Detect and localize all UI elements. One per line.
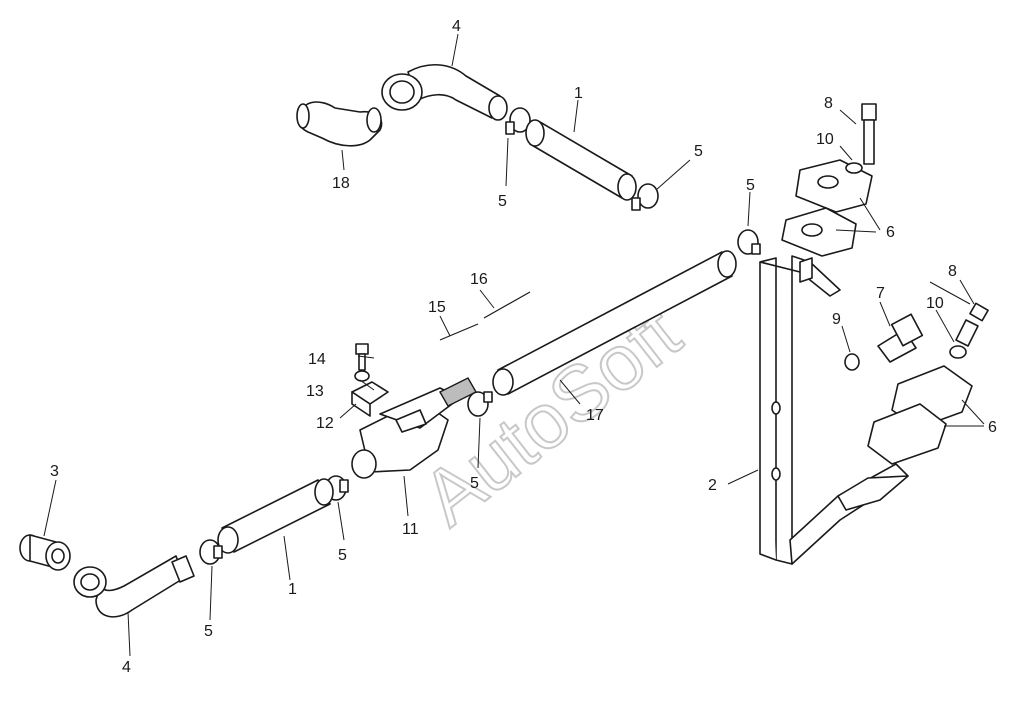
clamp-5-top-a	[505, 107, 531, 135]
washer-9	[844, 353, 860, 371]
pin-15	[439, 323, 479, 341]
bent-pipe-4-top	[381, 63, 508, 121]
fitting-3	[19, 534, 71, 571]
callout-5-d: 5	[470, 475, 479, 492]
callout-8-right: 8	[948, 263, 957, 280]
callout-15: 15	[428, 299, 446, 316]
callout-10-top: 10	[816, 131, 834, 148]
bent-pipe-4-bottom	[73, 555, 195, 618]
callout-11: 11	[402, 521, 419, 538]
callout-13: 13	[306, 383, 324, 400]
callout-3: 3	[50, 463, 59, 480]
callout-5-f: 5	[204, 623, 213, 640]
bracket-2	[759, 255, 909, 565]
callout-6-right: 6	[988, 419, 997, 436]
callout-4-top: 4	[452, 18, 461, 35]
callout-6-top: 6	[886, 224, 895, 241]
callout-18: 18	[332, 175, 350, 192]
callout-7: 7	[876, 285, 885, 302]
leader-lines	[43, 33, 985, 657]
callout-12: 12	[316, 415, 334, 432]
bolt-14	[355, 343, 369, 371]
clamp-5-bottom	[199, 539, 223, 565]
bracket-12	[351, 381, 389, 417]
callout-1-bottom: 1	[288, 581, 297, 598]
washer-10-right	[949, 345, 967, 359]
pin-16	[483, 291, 531, 319]
callouts: 4 1 18 5 5 5 8 10 6 8 7 9 10 6 2 17 16 1…	[50, 18, 997, 676]
callout-5-b: 5	[694, 143, 703, 160]
clamp-block-6-right	[867, 365, 973, 465]
tube-17	[492, 250, 737, 396]
nut-13	[354, 370, 370, 382]
callout-2: 2	[708, 477, 717, 494]
hose-1-bottom	[217, 478, 334, 554]
callout-5-e: 5	[338, 547, 347, 564]
clamp-5-valve-right	[467, 391, 493, 417]
callout-5-a: 5	[498, 193, 507, 210]
bolt-8-right	[955, 302, 989, 347]
bolt-7	[877, 313, 924, 363]
callout-8-top: 8	[824, 95, 833, 112]
callout-4-bottom: 4	[122, 659, 131, 676]
callout-10-right: 10	[926, 295, 944, 312]
valve-11	[351, 377, 477, 479]
elbow-hose-18	[296, 101, 383, 147]
clamp-block-6-top	[781, 159, 873, 257]
callout-14: 14	[308, 351, 326, 368]
clamp-5-mid-right	[737, 229, 761, 255]
hose-1-top	[525, 119, 637, 201]
callout-16: 16	[470, 271, 488, 288]
washer-10-top	[845, 162, 863, 174]
callout-1-top: 1	[574, 85, 583, 102]
bolt-8-top	[861, 103, 877, 165]
watermark: AutoSoft	[406, 288, 696, 542]
callout-5-c: 5	[746, 177, 755, 194]
callout-9: 9	[832, 311, 841, 328]
clamp-5-top-b	[631, 183, 659, 211]
callout-17: 17	[586, 407, 604, 424]
